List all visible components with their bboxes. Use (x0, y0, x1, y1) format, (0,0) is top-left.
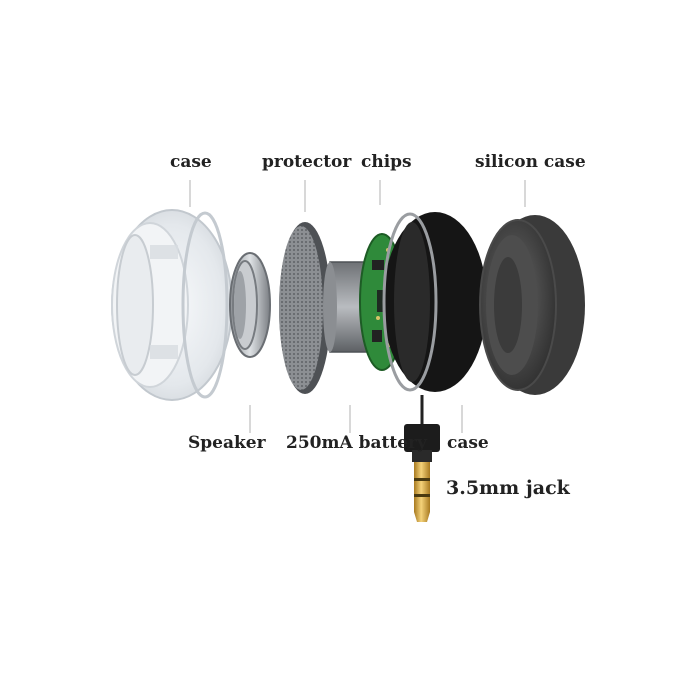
speaker-driver-shape (229, 252, 271, 358)
label-speaker: Speaker (188, 433, 266, 453)
transparent-case-shape (111, 209, 233, 401)
protector-mesh-shape (279, 222, 331, 394)
leader-lines (189, 180, 526, 433)
label-battery: 250mA battery (286, 433, 427, 453)
silicon-case-shape (479, 215, 585, 395)
audio-jack-shape (404, 395, 440, 522)
black-case-shape (382, 212, 487, 392)
label-case-bottom: case (447, 433, 489, 453)
label-protector: protector (262, 152, 352, 172)
label-chips: chips (361, 152, 412, 172)
label-case-top: case (170, 152, 212, 172)
label-jack: 3.5mm jack (446, 477, 570, 499)
label-silicon-case: silicon case (475, 152, 586, 172)
